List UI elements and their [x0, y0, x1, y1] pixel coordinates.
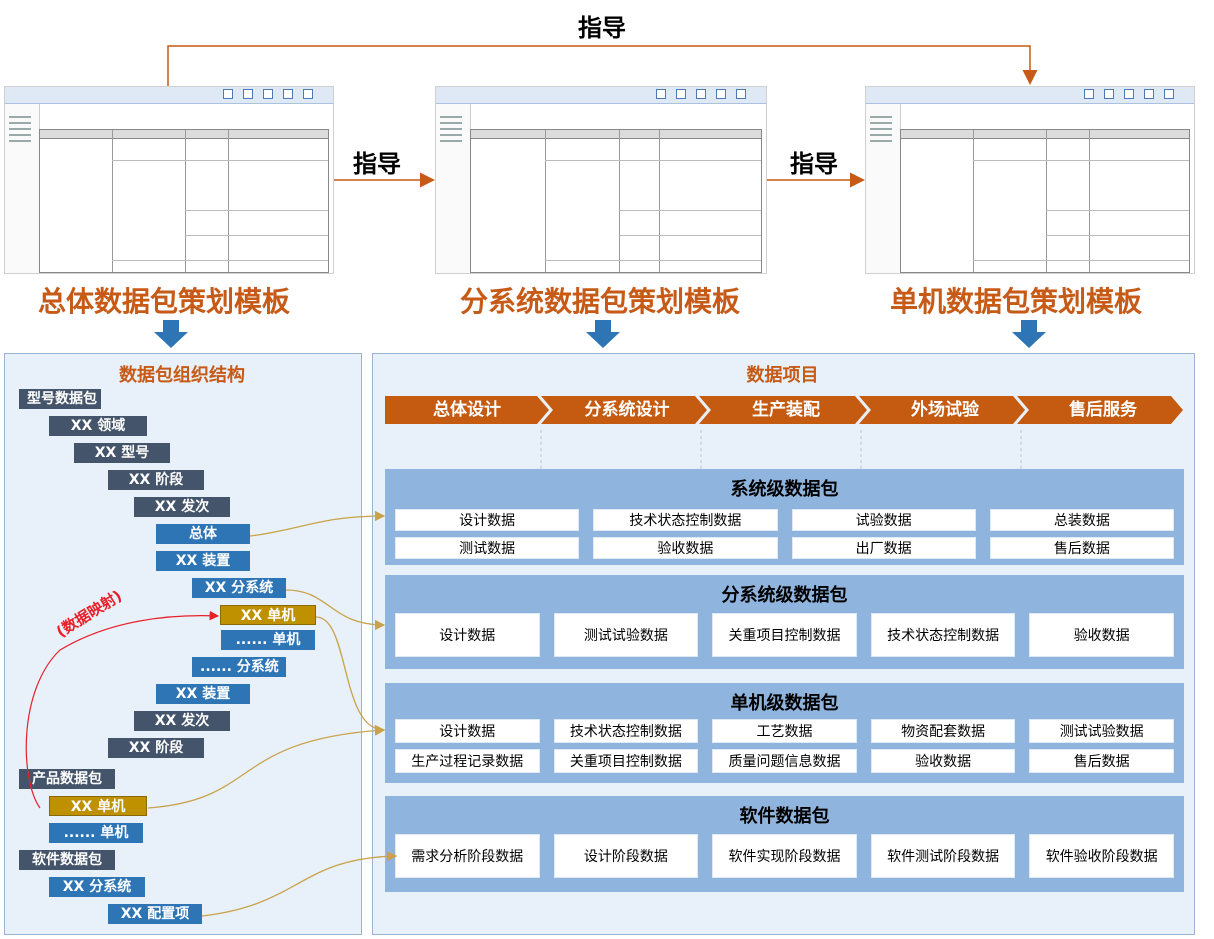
org-node: XX 阶段 [108, 470, 204, 490]
stage-label: 总体设计 [433, 400, 501, 420]
org-node: XX 领域 [49, 416, 147, 436]
down-arrow-icon [586, 320, 620, 348]
data-package-title: 分系统级数据包 [721, 585, 848, 606]
org-node: 总体 [156, 524, 250, 544]
org-node: 软件数据包 [19, 850, 115, 870]
org-node: XX 单机 [49, 796, 147, 816]
org-node: 产品数据包 [19, 769, 115, 789]
data-item: 物资配套数据 [870, 719, 1016, 743]
org-structure-title: 数据包组织结构 [119, 365, 245, 386]
guide-label-right: 指导 [790, 150, 838, 178]
data-package: 单机级数据包设计数据技术状态控制数据工艺数据物资配套数据测试试验数据生产过程记录… [385, 683, 1184, 783]
org-node: XX 配置项 [108, 904, 202, 924]
data-item: 试验数据 [791, 509, 976, 531]
data-item: 设计数据 [395, 509, 580, 531]
data-item: 测试试验数据 [553, 613, 699, 657]
data-item: 总装数据 [989, 509, 1174, 531]
stage-label: 售后服务 [1069, 400, 1137, 420]
subsystem-template-title: 分系统数据包策划模板 [460, 285, 741, 318]
data-item: 生产过程记录数据 [395, 749, 540, 773]
stage-chevron [385, 396, 549, 424]
data-item: 关重项目控制数据 [712, 613, 857, 657]
data-item: 软件实现阶段数据 [712, 834, 857, 878]
data-item: 关重项目控制数据 [553, 749, 699, 773]
stage-chevron [859, 396, 1025, 424]
org-node: XX 发次 [134, 497, 230, 517]
org-node: XX 装置 [156, 551, 250, 571]
stage-chevron [541, 396, 707, 424]
org-node: XX 单机 [220, 605, 316, 625]
org-node: ...... 单机 [221, 630, 315, 650]
stage-label: 分系统设计 [584, 400, 670, 420]
data-item: 售后数据 [1029, 749, 1174, 773]
data-item: 设计数据 [395, 719, 540, 743]
data-item: 质量问题信息数据 [712, 749, 857, 773]
data-package: 分系统级数据包设计数据测试试验数据关重项目控制数据技术状态控制数据验收数据 [385, 575, 1184, 669]
org-node: XX 阶段 [108, 738, 204, 758]
data-package-title: 系统级数据包 [730, 479, 839, 500]
data-item: 设计数据 [395, 613, 540, 657]
down-arrow-icon [1012, 320, 1046, 348]
overall-template-screenshot [4, 86, 334, 274]
org-node: XX 发次 [134, 711, 230, 731]
org-node: ...... 分系统 [192, 657, 286, 677]
data-item: 验收数据 [1029, 613, 1174, 657]
data-item: 技术状态控制数据 [553, 719, 699, 743]
data-item: 需求分析阶段数据 [395, 834, 540, 878]
data-item: 验收数据 [870, 749, 1016, 773]
subsystem-template-screenshot [435, 86, 767, 274]
data-item: 技术状态控制数据 [593, 509, 778, 531]
guide-label-left: 指导 [353, 150, 401, 178]
data-package: 系统级数据包设计数据技术状态控制数据试验数据总装数据测试数据验收数据出厂数据售后… [385, 469, 1184, 565]
org-node: XX 型号 [74, 443, 170, 463]
guide-label-top: 指导 [578, 14, 626, 42]
down-arrow-icon [154, 320, 188, 348]
stage-chevron [1017, 396, 1183, 424]
data-package: 软件数据包需求分析阶段数据设计阶段数据软件实现阶段数据软件测试阶段数据软件验收阶… [385, 796, 1184, 892]
unit-template-screenshot [865, 86, 1195, 274]
stage-label: 生产装配 [752, 400, 820, 420]
stage-label: 外场试验 [911, 400, 979, 420]
data-item: 测试试验数据 [1029, 719, 1174, 743]
stage-chevron [699, 396, 867, 424]
data-item: 技术状态控制数据 [870, 613, 1016, 657]
data-item: 设计阶段数据 [553, 834, 699, 878]
data-items-title: 数据项目 [746, 365, 819, 386]
org-node: XX 装置 [156, 684, 250, 704]
data-item: 工艺数据 [712, 719, 857, 743]
data-item: 验收数据 [593, 537, 778, 559]
data-item: 售后数据 [989, 537, 1174, 559]
org-node: XX 分系统 [49, 877, 145, 897]
data-package-title: 单机级数据包 [730, 693, 839, 714]
data-item: 软件验收阶段数据 [1029, 834, 1174, 878]
data-package-title: 软件数据包 [739, 806, 830, 827]
data-item: 出厂数据 [791, 537, 976, 559]
data-item: 软件测试阶段数据 [870, 834, 1016, 878]
org-node: XX 分系统 [192, 578, 286, 598]
data-item: 测试数据 [395, 537, 580, 559]
unit-template-title: 单机数据包策划模板 [890, 285, 1143, 318]
stage-chevron-bar [385, 396, 1183, 424]
org-node: ...... 单机 [49, 823, 143, 843]
org-node: 型号数据包 [19, 389, 101, 409]
overall-template-title: 总体数据包策划模板 [38, 285, 291, 318]
